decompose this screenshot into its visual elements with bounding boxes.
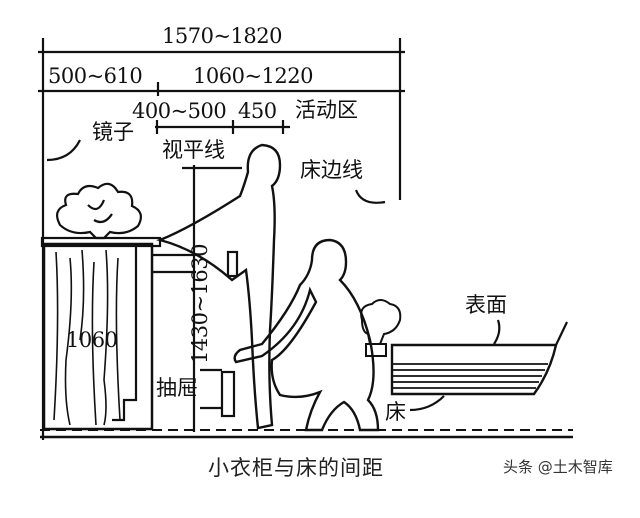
reach-zone-label: 400~500 <box>132 99 227 123</box>
bed-label: 床 <box>385 400 406 424</box>
standing-person <box>156 143 282 430</box>
clearance-label: 450 <box>238 99 277 123</box>
plant-pot <box>55 182 143 240</box>
mirror-label: 镜子 <box>92 120 134 144</box>
wardrobe-height-label: 1060 <box>66 328 118 352</box>
overall-width-label: 1570~1820 <box>162 24 282 48</box>
eye-height-label: 1430~1630 <box>188 244 212 364</box>
bed-edge-line-label: 床边线 <box>300 158 363 182</box>
small-plant <box>360 299 402 345</box>
bed <box>390 343 558 396</box>
activity-zone-label: 活动区 <box>295 98 358 122</box>
crouching-person <box>233 238 380 432</box>
eye-level-line-label: 视平线 <box>162 138 225 162</box>
diagram-caption: 小衣柜与床的间距 <box>208 456 384 480</box>
activity-width-label: 1060~1220 <box>193 64 313 88</box>
surface-label: 表面 <box>465 293 507 317</box>
watermark: 头条 @土木智库 <box>503 458 613 476</box>
wardrobe-depth-label: 500~610 <box>48 64 143 88</box>
wardrobe <box>42 242 154 431</box>
drawer-label: 抽屉 <box>156 376 198 400</box>
